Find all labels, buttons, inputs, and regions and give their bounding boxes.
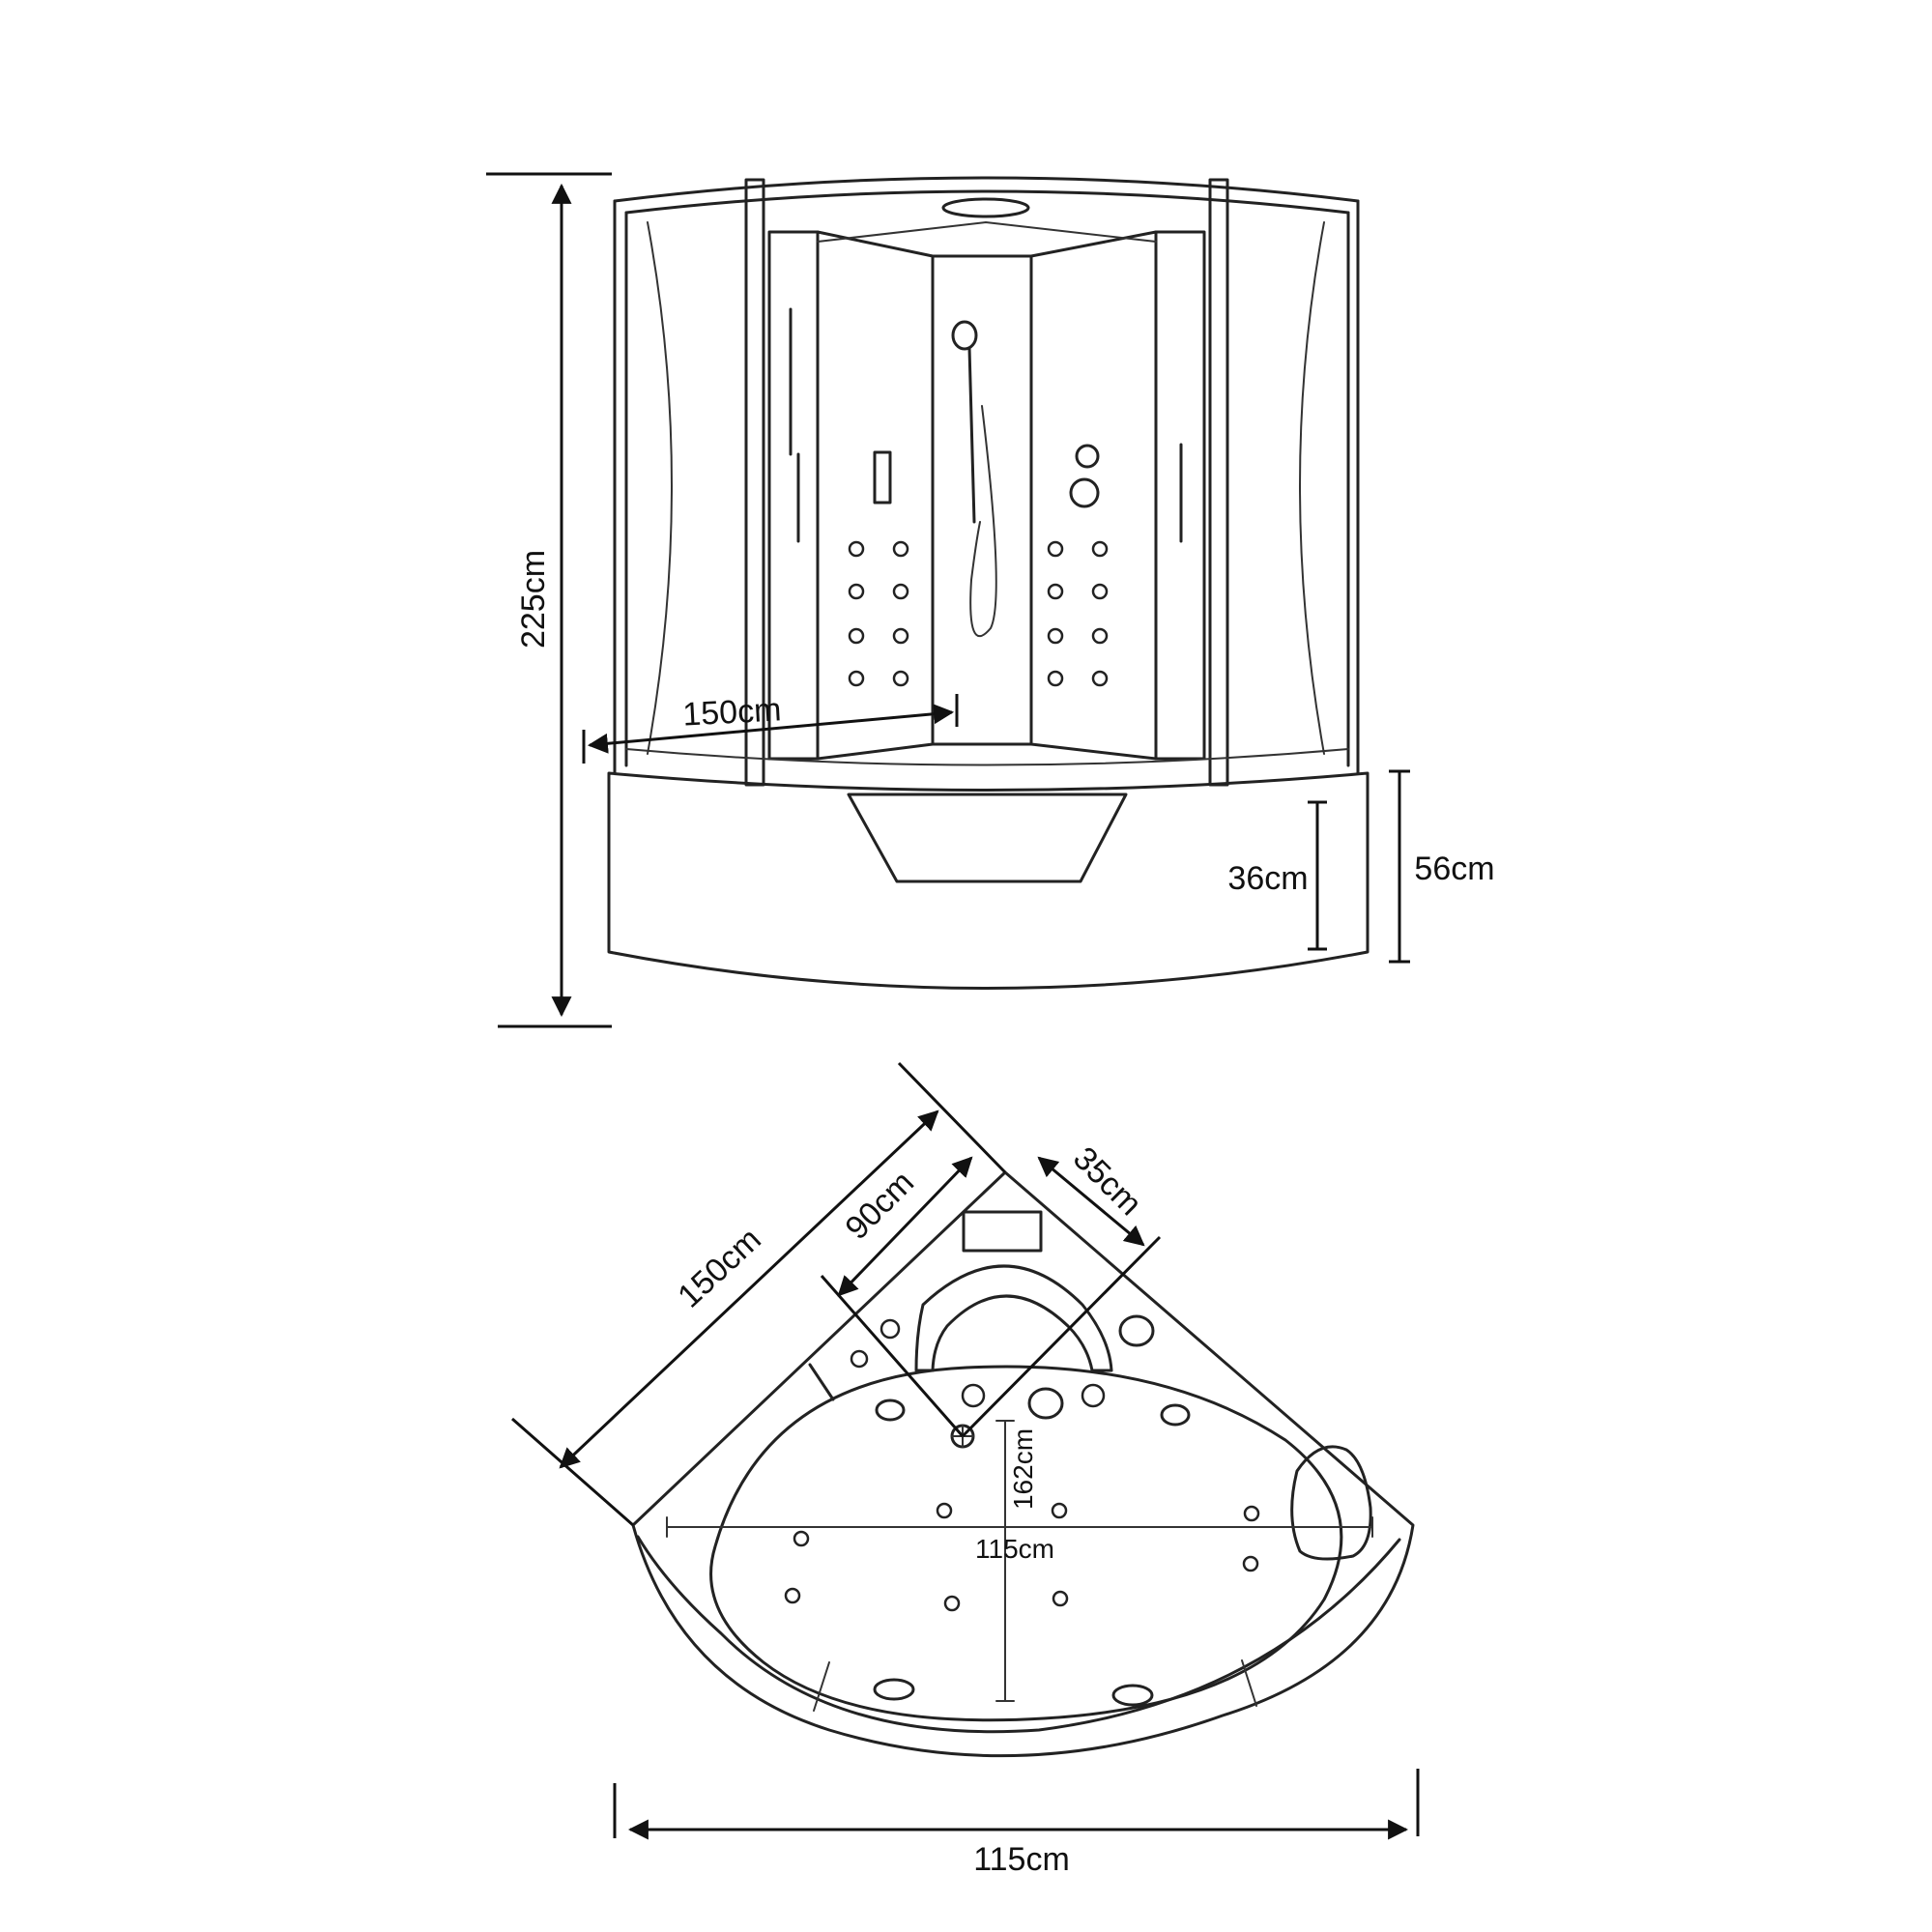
massage-jet-icon bbox=[892, 670, 909, 687]
side150-extension-top bbox=[897, 1061, 1007, 1174]
valve-knob-icon bbox=[850, 1349, 869, 1369]
right-front-post bbox=[1208, 178, 1229, 787]
left-massage-jets bbox=[848, 540, 909, 687]
massage-jet-icon bbox=[1047, 627, 1064, 645]
massage-jet-icon bbox=[1047, 540, 1064, 558]
tub-base bbox=[607, 771, 1370, 990]
air-jet-icon bbox=[784, 1587, 801, 1604]
air-jet-icon bbox=[1242, 1555, 1259, 1572]
left-curved-glass bbox=[647, 221, 673, 755]
overflow-drain-icon bbox=[1118, 1314, 1155, 1347]
top-mixer-knob-icon bbox=[1075, 444, 1100, 469]
main-mixer-knob-icon bbox=[1069, 477, 1100, 508]
air-jet-icon bbox=[1081, 1383, 1106, 1408]
air-jet-icon bbox=[943, 1595, 961, 1612]
right-sliding-door bbox=[1154, 230, 1206, 761]
rim-seam-right bbox=[1241, 1659, 1257, 1707]
corner-seat bbox=[914, 1264, 1113, 1372]
corner35-label: 35cm bbox=[1066, 1139, 1149, 1223]
bottom-width-label: 115cm bbox=[973, 1841, 1070, 1878]
right-massage-jets bbox=[1047, 540, 1109, 687]
total-height-label: 225cm bbox=[515, 550, 552, 649]
panel-height-label: 36cm bbox=[1227, 860, 1308, 897]
ceiling-line bbox=[817, 220, 1157, 243]
air-jet-icon bbox=[793, 1530, 810, 1547]
side90-label: 90cm bbox=[838, 1164, 921, 1247]
air-jet-icon bbox=[936, 1502, 953, 1519]
hand-shower-head-icon bbox=[951, 320, 978, 351]
top-view: 150cm 90cm 35cm 162cm 115cm 115cm bbox=[511, 1061, 1420, 1878]
cabin-width-label: 150cm bbox=[681, 691, 782, 733]
front-view: 225cm 150cm 36cm 56cm bbox=[486, 172, 1495, 1028]
cabin-width-dimension-line bbox=[587, 704, 955, 754]
whirlpool-jet-icon bbox=[1111, 1684, 1154, 1707]
massage-jet-icon bbox=[892, 627, 909, 645]
air-jet-icon bbox=[1051, 1502, 1068, 1519]
massage-jet-icon bbox=[1047, 583, 1064, 600]
cabin-roof-edge bbox=[613, 176, 1360, 203]
rain-shower-head-icon bbox=[941, 197, 1030, 218]
tub-front-panel bbox=[847, 793, 1128, 883]
base-height-label: 56cm bbox=[1414, 851, 1494, 887]
tub-inner-width-label: 115cm bbox=[975, 1534, 1054, 1564]
shower-hose bbox=[969, 405, 997, 638]
massage-jet-icon bbox=[848, 540, 865, 558]
massage-jet-icon bbox=[848, 583, 865, 600]
corner35-dimension-line bbox=[1037, 1156, 1145, 1247]
diagonal-to-drain-left bbox=[820, 1275, 965, 1437]
whirlpool-jet-icon bbox=[875, 1399, 906, 1422]
headrest-pillow-icon bbox=[1290, 1445, 1372, 1561]
center-back-column bbox=[931, 254, 1033, 746]
cabin-floor-edge bbox=[625, 748, 1349, 766]
side150-extension-bottom bbox=[511, 1417, 634, 1527]
massage-jet-icon bbox=[892, 540, 909, 558]
top-shelf-box bbox=[962, 1210, 1043, 1253]
rim-seam-left bbox=[813, 1661, 830, 1712]
whirlpool-jet-icon bbox=[1160, 1403, 1191, 1427]
right-curved-glass bbox=[1299, 221, 1325, 755]
massage-jet-icon bbox=[1091, 540, 1109, 558]
faucet-spout-icon bbox=[808, 1363, 835, 1401]
cabin-roof-inner-edge bbox=[624, 189, 1350, 215]
massage-jet-icon bbox=[848, 627, 865, 645]
massage-jet-icon bbox=[848, 670, 865, 687]
air-jet-icon bbox=[961, 1383, 986, 1408]
massage-jet-icon bbox=[1091, 670, 1109, 687]
tub-depth-label: 162cm bbox=[1008, 1428, 1038, 1510]
air-button-icon bbox=[1027, 1387, 1064, 1420]
massage-jet-icon bbox=[892, 583, 909, 600]
shower-riser-rail bbox=[967, 346, 976, 524]
tub-outer-outline bbox=[631, 1170, 1415, 1758]
air-jet-icon bbox=[1052, 1590, 1069, 1607]
massage-jet-icon bbox=[1091, 583, 1109, 600]
massage-jet-icon bbox=[1091, 627, 1109, 645]
massage-jet-icon bbox=[1047, 670, 1064, 687]
control-knob-icon bbox=[879, 1318, 901, 1340]
diagonal-to-drain-right bbox=[961, 1235, 1162, 1438]
left-sliding-door bbox=[767, 230, 820, 761]
tub-rim-inner bbox=[636, 1535, 1401, 1734]
air-jet-icon bbox=[1243, 1505, 1260, 1522]
left-door-handle bbox=[789, 307, 800, 543]
side150-label: 150cm bbox=[671, 1221, 768, 1314]
whirlpool-jet-icon bbox=[873, 1678, 915, 1701]
control-panel-icon bbox=[873, 450, 892, 505]
side90-dimension-line bbox=[837, 1156, 973, 1297]
